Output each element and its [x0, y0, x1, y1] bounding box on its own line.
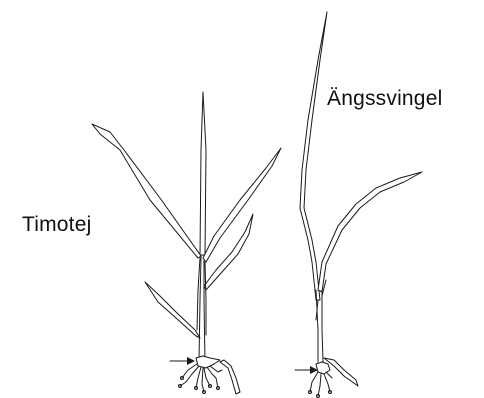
arrow-right-icon — [295, 366, 318, 374]
timotej-base — [196, 356, 220, 368]
timotej-plant — [92, 92, 281, 394]
angssvingel-right-leaf — [318, 172, 422, 292]
timotej-left-leaf — [92, 124, 201, 258]
angssvingel-tall-leaf — [300, 12, 327, 300]
timotej-rhizome — [220, 360, 240, 394]
timotej-central-leaf — [200, 92, 206, 255]
angssvingel-stem — [316, 290, 323, 362]
timotej-label: Timotej — [22, 213, 91, 237]
angssvingel-label: Ängssvingel — [327, 87, 442, 111]
angssvingel-plant — [295, 12, 422, 398]
angssvingel-lower-leaf — [324, 358, 358, 386]
arrow-right-icon — [170, 357, 195, 365]
timotej-lower-leaf — [145, 282, 200, 338]
timotej-roots — [180, 364, 222, 392]
